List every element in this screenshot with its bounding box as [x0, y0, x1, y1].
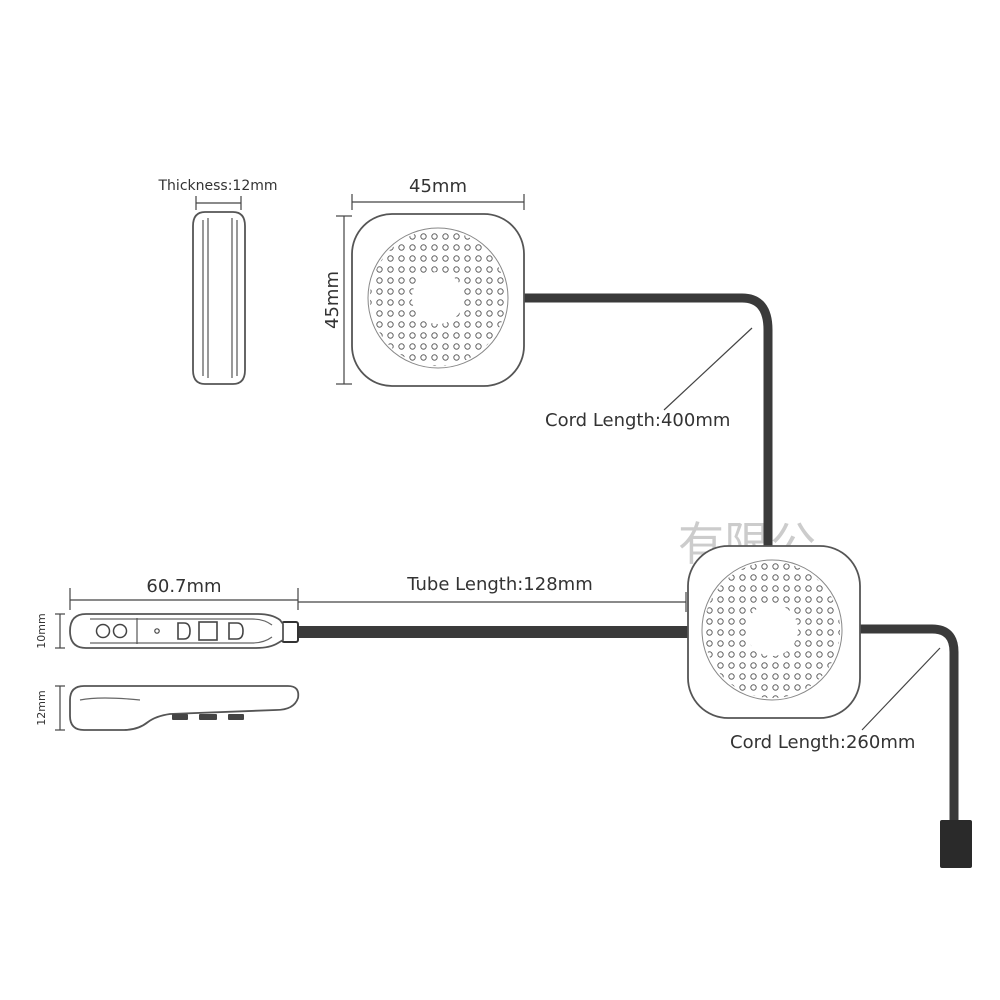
cord-top-leader [663, 327, 753, 411]
remote-height-side-dimension [55, 685, 65, 731]
tube-length-label: Tube Length:128mm [406, 574, 592, 595]
gooseneck-tube [296, 626, 690, 638]
thickness-label: Thickness:12mm [158, 178, 278, 194]
remote-button-2 [198, 621, 218, 641]
connector-plug [940, 820, 972, 868]
remote-height-side-label: 12mm [35, 690, 48, 725]
top-speaker [351, 213, 525, 387]
lower-cord [858, 624, 959, 822]
bottom-speaker [687, 545, 861, 719]
remote-height-top-dimension [55, 613, 65, 649]
remote-top-view [69, 613, 284, 649]
tube-length-dimension [298, 592, 687, 612]
speaker-width-label: 45mm [409, 176, 467, 197]
remote-length-dimension [69, 588, 299, 610]
thickness-dimension [195, 196, 242, 210]
cord-bottom-label: Cord Length:260mm [730, 732, 915, 753]
speaker-width-dimension [351, 194, 525, 210]
side-button-2 [199, 714, 217, 720]
remote-button-1 [177, 622, 191, 640]
remote-length-label: 60.7mm [146, 576, 221, 597]
side-button-3 [228, 714, 244, 720]
remote-led-2 [112, 623, 128, 639]
side-button-1 [172, 714, 188, 720]
speaker-height-label: 45mm [322, 271, 343, 329]
remote-height-top-label: 10mm [35, 613, 48, 648]
tube-collar [281, 621, 299, 643]
remote-side-view [69, 685, 300, 731]
upper-cord [520, 293, 773, 570]
cord-bottom-leader [861, 647, 941, 731]
speaker-side-view [192, 211, 246, 385]
remote-mic-hole [154, 628, 160, 634]
cord-top-label: Cord Length:400mm [545, 410, 730, 431]
remote-led-1 [95, 623, 111, 639]
remote-button-3 [228, 622, 244, 640]
speaker-height-dimension [336, 215, 352, 385]
